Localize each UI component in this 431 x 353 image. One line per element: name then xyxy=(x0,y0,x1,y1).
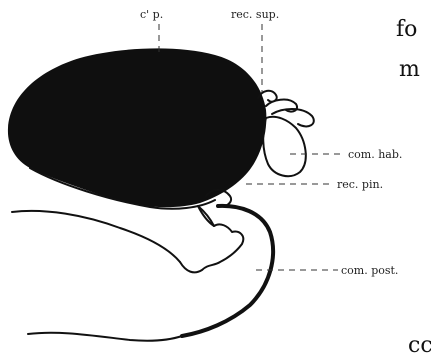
page-text-line2: m xyxy=(399,57,420,82)
ventricle-notch xyxy=(180,206,243,272)
page-text-bottom: cc xyxy=(408,333,431,353)
label-com-hab: com. hab. xyxy=(348,148,402,161)
label-rec-sup: rec. sup. xyxy=(231,8,279,21)
floor-line xyxy=(28,333,182,341)
ventricle-inner-line xyxy=(198,206,214,226)
ventricle-upper-line xyxy=(12,211,180,262)
label-cp: c' p. xyxy=(140,8,163,21)
com-post-band xyxy=(182,206,273,336)
label-rec-pin: rec. pin. xyxy=(337,178,383,191)
dark-mass xyxy=(8,48,266,207)
label-com-post: com. post. xyxy=(341,264,398,277)
page-text-line1: fo xyxy=(396,17,417,42)
